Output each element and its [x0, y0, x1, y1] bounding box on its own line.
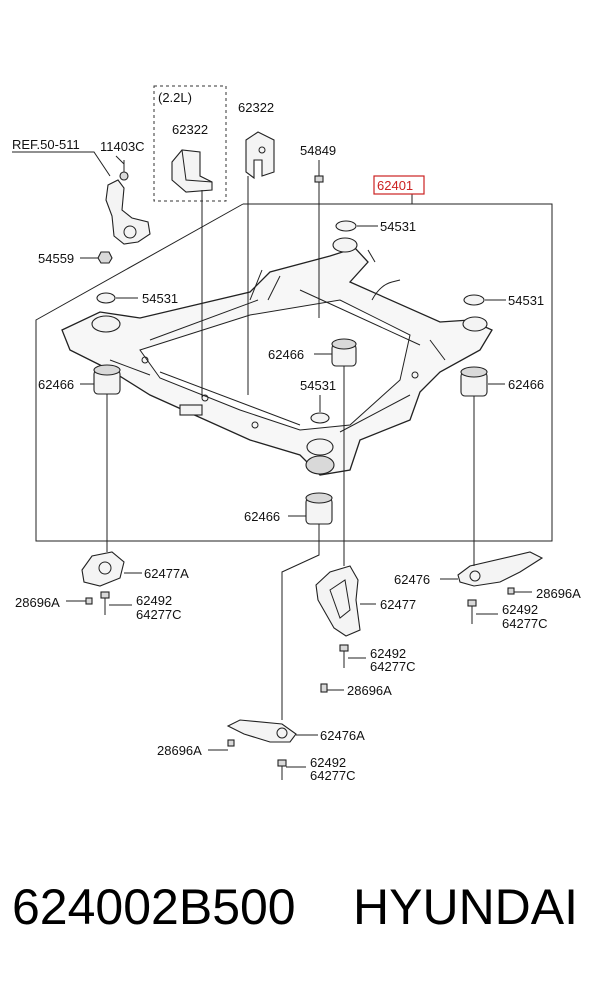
- leader-lines: [12, 151, 532, 768]
- label-54559[interactable]: 54559: [38, 251, 74, 266]
- label-54531-top[interactable]: 54531: [380, 219, 416, 234]
- label-62492-mid[interactable]: 62492: [370, 646, 406, 661]
- label-62477[interactable]: 62477: [380, 597, 416, 612]
- label-62466-center[interactable]: 62466: [268, 347, 304, 362]
- label-64277c-bottom[interactable]: 64277C: [310, 768, 356, 783]
- label-62476a[interactable]: 62476A: [320, 728, 365, 743]
- label-62492-right[interactable]: 62492: [502, 602, 538, 617]
- bracket-62477a: [81, 551, 125, 615]
- label-62492-bottom[interactable]: 62492: [310, 755, 346, 770]
- label-28696a-right[interactable]: 28696A: [536, 586, 581, 601]
- front-crossmember-assembly: [61, 237, 493, 476]
- washer-54531-left: [96, 292, 116, 304]
- bracket-62322-inner: [171, 149, 213, 193]
- bushing-62466-left: [93, 364, 121, 395]
- label-62477a[interactable]: 62477A: [144, 566, 189, 581]
- footer-brand: HYUNDAI: [353, 879, 579, 935]
- label-62322-inner[interactable]: 62322: [172, 122, 208, 137]
- label-62466-right[interactable]: 62466: [508, 377, 544, 392]
- label-engine-variant: (2.2L): [158, 90, 192, 105]
- label-62466-bottom[interactable]: 62466: [244, 509, 280, 524]
- label-28696a-left[interactable]: 28696A: [15, 595, 60, 610]
- label-62466-left[interactable]: 62466: [38, 377, 74, 392]
- label-54531-right[interactable]: 54531: [508, 293, 544, 308]
- label-62401[interactable]: 62401: [377, 178, 413, 193]
- bracket-62476a: [226, 719, 297, 780]
- washer-54531-top: [335, 220, 357, 232]
- bushing-62466-center: [331, 338, 357, 367]
- nut-54559: [97, 251, 113, 264]
- label-54531-mid[interactable]: 54531: [300, 378, 336, 393]
- washer-54531-mid: [310, 412, 330, 424]
- label-64277c-left[interactable]: 64277C: [136, 607, 182, 622]
- label-62476[interactable]: 62476: [394, 572, 430, 587]
- assembly-frame-outline: [35, 203, 553, 542]
- label-54531-left[interactable]: 54531: [142, 291, 178, 306]
- label-62322-outer[interactable]: 62322: [238, 100, 274, 115]
- bolt-54849: [314, 175, 324, 196]
- bracket-62476: [457, 551, 544, 624]
- label-ref-50-511[interactable]: REF.50-511: [12, 137, 80, 152]
- label-11403c[interactable]: 11403C: [100, 139, 145, 154]
- label-64277c-mid[interactable]: 64277C: [370, 659, 416, 674]
- bushing-62466-right: [460, 366, 488, 397]
- label-64277c-right[interactable]: 64277C: [502, 616, 548, 631]
- bracket-62477: [315, 565, 361, 693]
- footer-part-number: 624002B500: [12, 879, 296, 935]
- bracket-62322-outer: [245, 131, 275, 180]
- engine-variant-dashed-box: [153, 85, 227, 202]
- washer-54531-right: [463, 294, 485, 306]
- label-62492-left[interactable]: 62492: [136, 593, 172, 608]
- label-54849[interactable]: 54849: [300, 143, 336, 158]
- label-28696a-mid[interactable]: 28696A: [347, 683, 392, 698]
- highlight-box-62401: [373, 175, 425, 195]
- knuckle-part: [105, 160, 151, 245]
- bushing-62466-bottom: [305, 492, 333, 525]
- label-28696a-bottom[interactable]: 28696A: [157, 743, 202, 758]
